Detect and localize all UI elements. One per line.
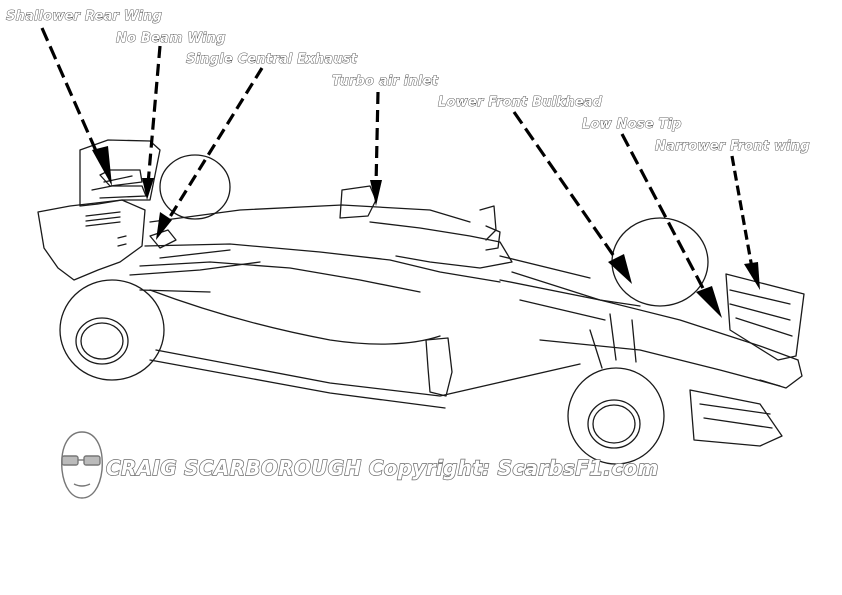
copyright-watermark: CRAIG SCARBOROUGH Copyright: ScarbsF1.co…	[105, 455, 659, 480]
arrowhead-narrower-front-wing	[744, 262, 760, 290]
rear-wing-endplate	[79, 139, 161, 207]
callout-shallower-rear-wing: Shallower Rear Wing	[6, 9, 163, 25]
arrow-turbo-air-inlet	[374, 91, 380, 187]
engine-cover-top	[149, 204, 471, 223]
author-portrait-icon	[61, 431, 103, 499]
arrowhead-turbo-air-inlet	[370, 180, 382, 206]
arrow-low-nose-tip	[620, 133, 708, 295]
callout-single-central-exhaust: Single Central Exhaust	[186, 52, 358, 68]
arrowhead-single-central-exhaust	[156, 212, 172, 240]
callout-no-beam-wing: No Beam Wing	[116, 31, 226, 47]
front-wing-mainplane	[689, 389, 783, 447]
arrowhead-no-beam-wing	[142, 178, 154, 200]
arrow-no-beam-wing	[146, 45, 162, 185]
arrowhead-lower-front-bulkhead	[608, 254, 632, 284]
rear-suspension-arms	[129, 249, 261, 293]
rear-wing-slot	[103, 175, 133, 183]
front-near-tyre	[567, 367, 665, 465]
callout-turbo-air-inlet: Turbo air inlet	[332, 74, 439, 90]
rear-near-tyre-rim-inner	[80, 322, 124, 360]
front-wing-cascade	[699, 403, 773, 429]
arrow-narrower-front-wing	[730, 155, 754, 269]
callout-narrower-front-wing: Narrower Front wing	[655, 139, 810, 155]
rear-far-tyre	[159, 154, 231, 220]
steering-column	[485, 225, 501, 251]
rear-near-tyre-rim	[75, 317, 129, 365]
cockpit-surround	[369, 221, 513, 269]
rear-near-tyre	[59, 279, 165, 381]
rear-wing-elements	[91, 169, 147, 199]
nose-upper	[499, 279, 799, 361]
front-near-tyre-rim	[587, 399, 641, 449]
nose-lower	[539, 339, 781, 387]
front-wing-flaps	[729, 289, 793, 337]
front-wing-endplate	[725, 273, 805, 361]
floor-edge-outer	[149, 359, 446, 409]
mirror-stalk	[479, 205, 497, 241]
callout-low-nose-tip: Low Nose Tip	[582, 117, 682, 133]
bargeboard	[425, 337, 453, 397]
rear-diffuser-outline	[37, 199, 146, 281]
front-pushrod	[589, 313, 637, 369]
sidepod-undercut	[149, 289, 441, 345]
sidepod-line-upper	[144, 243, 501, 283]
floor-edge	[155, 349, 581, 397]
arrowhead-low-nose-tip	[696, 286, 722, 318]
rear-diffuser-vents	[85, 211, 127, 247]
callout-lower-front-bulkhead: Lower Front Bulkhead	[438, 95, 603, 111]
arrow-single-central-exhaust	[166, 67, 264, 221]
front-far-tyre	[611, 217, 709, 307]
nose-tip	[759, 359, 803, 389]
arrowhead-shallower-rear-wing	[92, 146, 112, 186]
arrow-lower-front-bulkhead	[512, 111, 620, 263]
front-near-tyre-rim-inner	[592, 404, 636, 444]
arrow-shallower-rear-wing	[40, 27, 102, 161]
sidepod-line-lower	[139, 261, 421, 293]
airbox	[339, 185, 377, 219]
